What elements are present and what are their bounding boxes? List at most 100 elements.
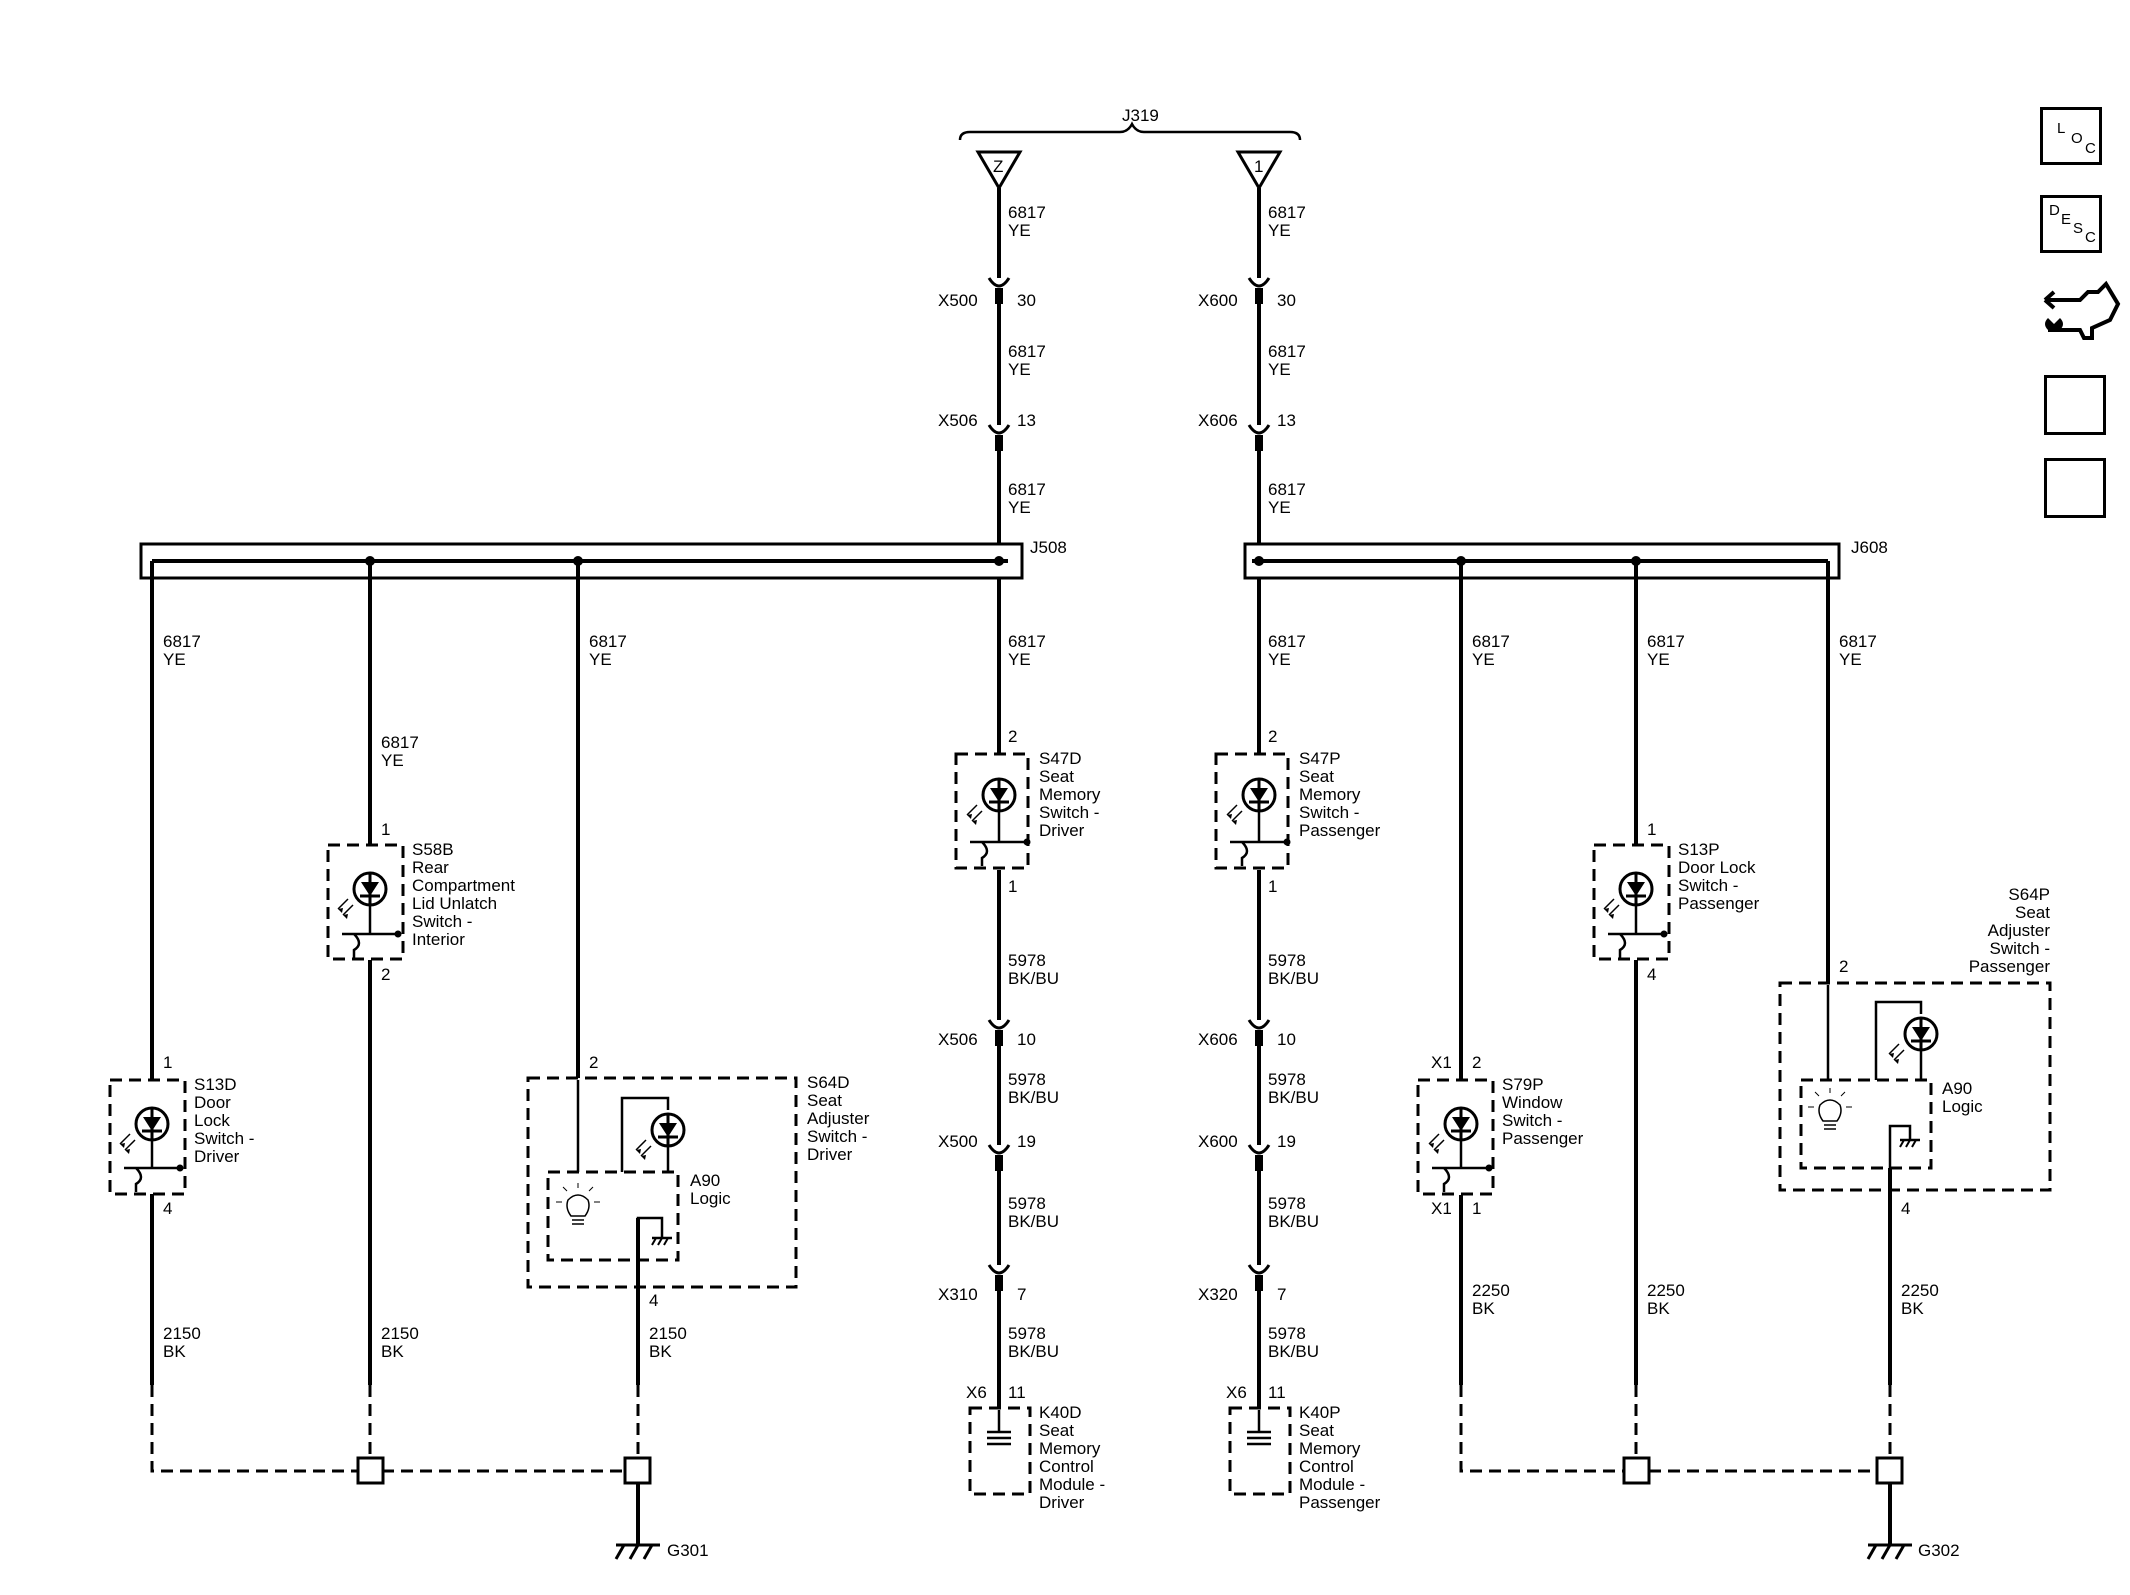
wire-color: YE xyxy=(1268,650,1291,669)
connector-label: X500 xyxy=(938,1132,978,1151)
wire-label: 2250 xyxy=(1901,1281,1939,1300)
connector-x600-30 xyxy=(1247,276,1271,306)
harness-routing-icon[interactable] xyxy=(2043,280,2121,340)
component-id: A90 xyxy=(1942,1079,1972,1098)
pin-label: 2 xyxy=(1472,1053,1481,1072)
next-page-button[interactable] xyxy=(2044,375,2106,435)
wire-label: 5978 xyxy=(1008,1194,1046,1213)
component-name: Memory xyxy=(1299,1439,1361,1458)
pin-label: 19 xyxy=(1277,1132,1296,1151)
wire-label: 2150 xyxy=(381,1324,419,1343)
pin-label: 7 xyxy=(1017,1285,1026,1304)
wire-color: YE xyxy=(1008,498,1031,517)
component-id: S47D xyxy=(1039,749,1082,768)
connector-label: X506 xyxy=(938,1030,978,1049)
wire-label: 6817 xyxy=(1839,632,1877,651)
module-k40d xyxy=(968,1406,1032,1496)
pin-label: 4 xyxy=(163,1199,172,1218)
wire-color: YE xyxy=(1839,650,1862,669)
pin-label: 2 xyxy=(1839,957,1848,976)
wire-label: 6817 xyxy=(1008,342,1046,361)
switch-s64p xyxy=(1778,981,2052,1192)
wire-label: 6817 xyxy=(1008,203,1046,222)
splice-j608 xyxy=(1243,542,1841,580)
component-name: Logic xyxy=(1942,1097,1983,1116)
component-id: S79P xyxy=(1502,1075,1544,1094)
pin-label: 11 xyxy=(1268,1383,1286,1402)
wire-label: 6817 xyxy=(1268,480,1306,499)
component-id: S58B xyxy=(412,840,454,859)
wire-color: BK/BU xyxy=(1268,969,1319,988)
component-name: Passenger xyxy=(1502,1129,1584,1148)
terminal-z: Z xyxy=(975,150,1023,191)
wire-label: 6817 xyxy=(1472,632,1510,651)
wire-color: BK/BU xyxy=(1268,1342,1319,1361)
wire-label: 5978 xyxy=(1268,1194,1306,1213)
wire-label: 6817 xyxy=(1008,480,1046,499)
wire-label: 6817 xyxy=(381,733,419,752)
component-name: Passenger xyxy=(1678,894,1760,913)
pin-label: 1 xyxy=(1268,877,1277,896)
ground-bus-g301 xyxy=(150,1385,662,1561)
wire-label: 2150 xyxy=(163,1324,201,1343)
wire-label: 5978 xyxy=(1008,951,1046,970)
wire-color: BK xyxy=(1472,1299,1495,1318)
wire-label: 6817 xyxy=(1647,632,1685,651)
component-name: Passenger xyxy=(1299,821,1381,840)
wire-color: BK/BU xyxy=(1008,1088,1059,1107)
pin-label: 2 xyxy=(1268,727,1277,746)
wire-label: 5978 xyxy=(1268,1324,1306,1343)
component-name: Memory xyxy=(1039,1439,1101,1458)
wire-label: 6817 xyxy=(1268,632,1306,651)
component-name: Seat xyxy=(2015,903,2050,922)
component-name: Seat xyxy=(1299,767,1334,786)
component-name: Switch - xyxy=(1678,876,1738,895)
wire-label: 5978 xyxy=(1268,951,1306,970)
component-id: K40P xyxy=(1299,1403,1341,1422)
loc-letter-o: O xyxy=(2071,130,2083,147)
wire-color: YE xyxy=(1268,360,1291,379)
switch-s47p xyxy=(1214,752,1291,870)
component-name: Seat xyxy=(1039,1421,1074,1440)
terminal-1: 1 xyxy=(1235,150,1283,191)
wire-color: BK/BU xyxy=(1008,1212,1059,1231)
wire-label: 2250 xyxy=(1472,1281,1510,1300)
switch-s79p xyxy=(1416,1078,1495,1196)
component-name: Seat xyxy=(807,1091,842,1110)
component-id: S64P xyxy=(2008,885,2050,904)
connector-x506-13 xyxy=(987,423,1011,453)
connector-label: X506 xyxy=(938,411,978,430)
connector-label: X1 xyxy=(1431,1199,1452,1218)
component-name: Switch - xyxy=(1990,939,2050,958)
wire-label: 5978 xyxy=(1268,1070,1306,1089)
switch-s64d xyxy=(526,1076,798,1289)
component-name: Control xyxy=(1039,1457,1094,1476)
switch-s58b xyxy=(326,843,405,961)
connector-x500-30 xyxy=(987,276,1011,306)
wire-color: BK xyxy=(163,1342,186,1361)
component-name: Driver xyxy=(1039,1493,1085,1512)
component-name: Switch - xyxy=(1039,803,1099,822)
desc-letter-c: C xyxy=(2085,229,2096,246)
component-name: Switch - xyxy=(1299,803,1359,822)
pin-label: 7 xyxy=(1277,1285,1286,1304)
component-name: Memory xyxy=(1299,785,1361,804)
component-id: S64D xyxy=(807,1073,850,1092)
component-name: Seat xyxy=(1299,1421,1334,1440)
connector-label: X6 xyxy=(1226,1383,1247,1402)
previous-page-button[interactable] xyxy=(2044,458,2106,518)
wire-color: YE xyxy=(1268,221,1291,240)
pin-label: 30 xyxy=(1017,291,1036,310)
pin-label: 11 xyxy=(1008,1383,1026,1402)
wire-label: 6817 xyxy=(1268,203,1306,222)
connector-label: X310 xyxy=(938,1285,978,1304)
wire-label: 2250 xyxy=(1647,1281,1685,1300)
component-id: S47P xyxy=(1299,749,1341,768)
wire-color: BK xyxy=(1901,1299,1924,1318)
wire-color: BK/BU xyxy=(1008,969,1059,988)
desc-button[interactable]: D E S C xyxy=(2040,195,2102,253)
component-name: Rear xyxy=(412,858,449,877)
connector-label: X1 xyxy=(1431,1053,1452,1072)
loc-button[interactable]: L O C xyxy=(2040,107,2102,165)
